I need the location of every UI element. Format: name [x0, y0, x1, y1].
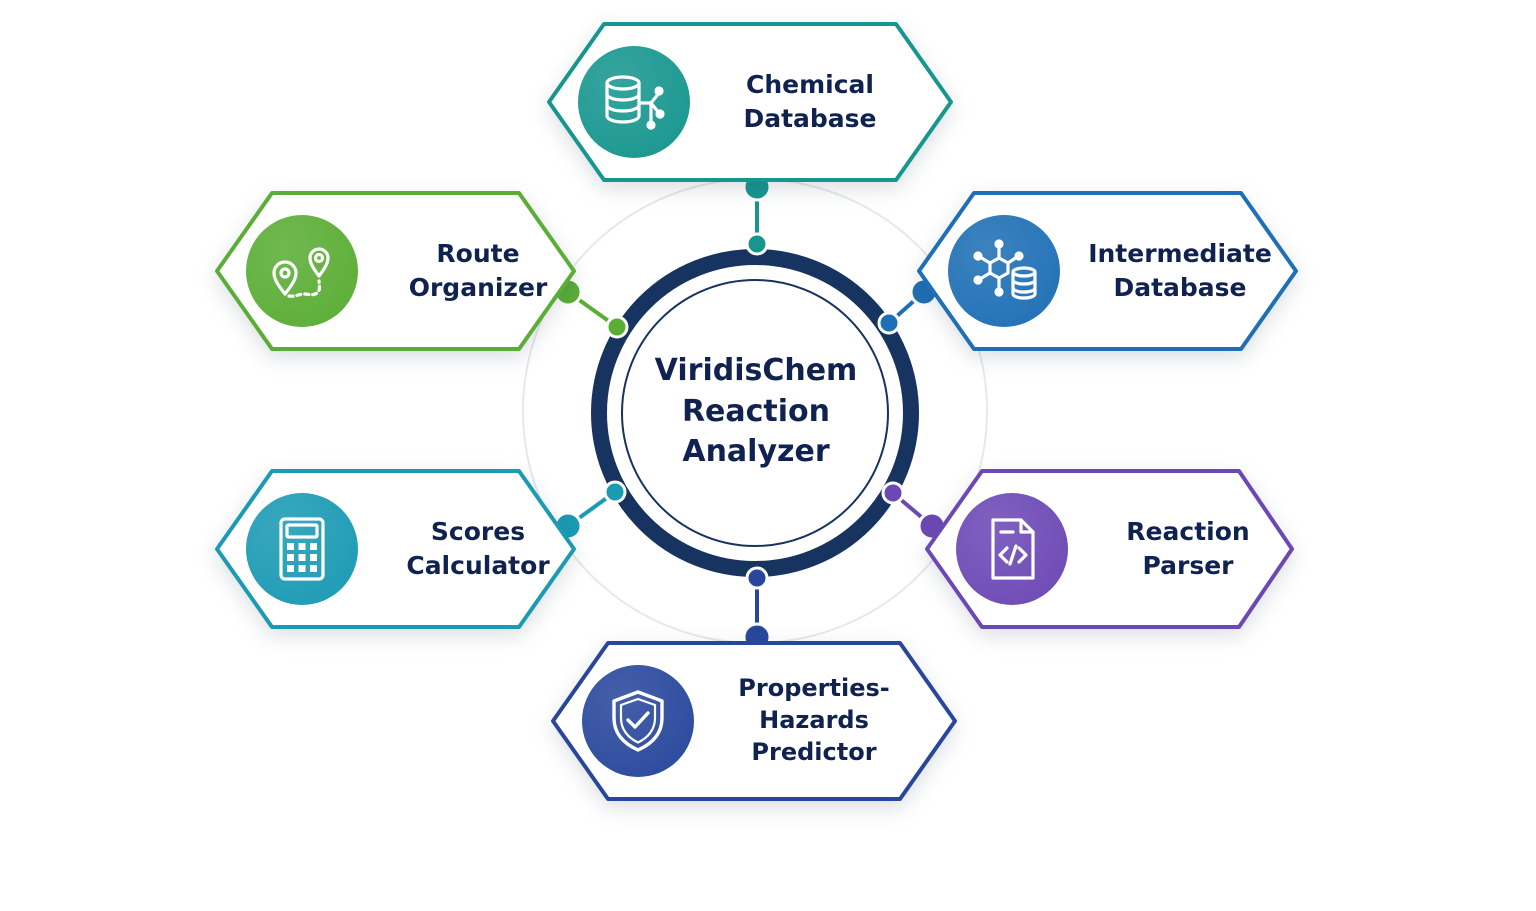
icon-badge	[582, 665, 694, 777]
icon-badge	[246, 493, 358, 605]
hub-title: ViridisChem Reaction Analyzer	[654, 353, 858, 470]
route-map-pin-icon	[272, 247, 330, 298]
node-route-organizer[interactable]: Route Organizer	[214, 190, 622, 352]
node-label: Chemical Database	[743, 70, 877, 133]
node-label: Scores Calculator	[406, 517, 550, 580]
icon-badge	[578, 46, 690, 158]
icon-badge	[948, 215, 1060, 327]
node-intermediate-database[interactable]: Intermediate Database	[916, 190, 1324, 352]
icon-badge	[246, 215, 358, 327]
node-scores-calculator[interactable]: Scores Calculator	[214, 468, 622, 630]
node-label: Properties- Hazards Predictor	[738, 674, 890, 766]
calculator-icon	[279, 517, 325, 581]
node-label: Reaction Parser	[1126, 517, 1250, 580]
connector-chemical-database	[742, 172, 772, 256]
shield-check-icon	[612, 690, 664, 752]
icon-badge	[956, 493, 1068, 605]
connector-properties-hazards-predictor	[742, 566, 772, 652]
node-reaction-parser[interactable]: Reaction Parser	[924, 468, 1332, 630]
database-molecule-icon	[605, 75, 665, 130]
code-document-icon	[991, 518, 1035, 580]
node-label: Intermediate Database	[1088, 239, 1272, 302]
node-label: Route Organizer	[408, 239, 548, 302]
node-chemical-database[interactable]: Chemical Database	[546, 21, 954, 183]
node-properties-hazards-predictor[interactable]: Properties- Hazards Predictor	[550, 640, 958, 802]
molecule-database-icon	[973, 239, 1037, 300]
hub-inner-ring	[621, 279, 889, 547]
